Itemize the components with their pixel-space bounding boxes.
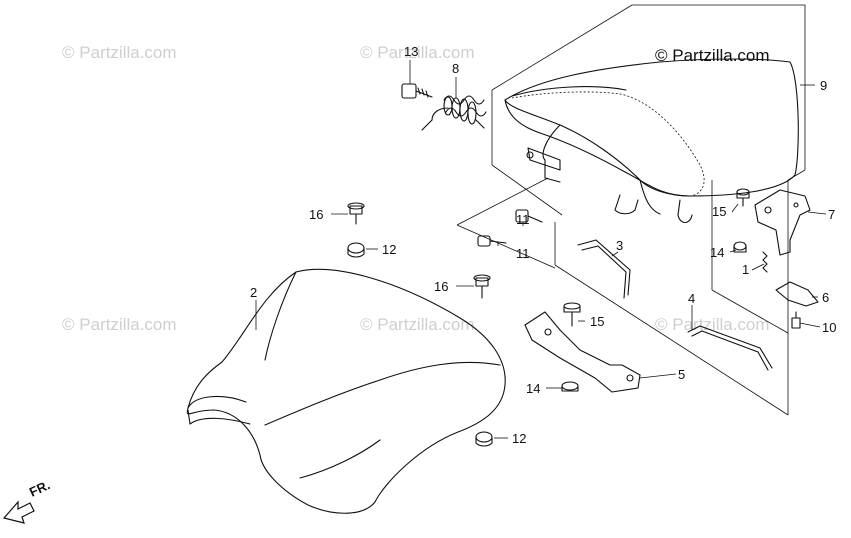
callouts: 13 8 9 16 12 11 11 3 16 2 15 5 14 12 4 7…: [250, 44, 836, 446]
rod-4: [687, 325, 773, 371]
bracket-5: [524, 311, 641, 393]
watermark-3: © Partzilla.com: [62, 315, 177, 334]
direction-label: FR.: [27, 477, 52, 499]
watermark-2: © Partzilla.com: [360, 43, 475, 62]
watermark-4: © Partzilla.com: [360, 315, 475, 334]
callout-1: 1: [742, 262, 749, 277]
bolt-16b: [473, 274, 491, 299]
callout-12b: 12: [512, 431, 526, 446]
callout-10: 10: [822, 320, 836, 335]
latch-7: [754, 189, 811, 256]
watermark-1: © Partzilla.com: [62, 43, 177, 62]
front-direction-arrow: FR.: [2, 477, 52, 524]
callout-14b: 14: [710, 245, 724, 260]
watermarks: © Partzilla.com © Partzilla.com © Partzi…: [62, 43, 770, 334]
callout-9: 9: [820, 78, 827, 93]
bolt-13: [401, 83, 433, 99]
nut-12a: [347, 242, 365, 258]
leader-lines: [255, 60, 827, 439]
callout-8: 8: [452, 61, 459, 76]
brand-label: © Partzilla.com: [655, 46, 770, 65]
nut-14a: [561, 381, 579, 392]
callout-13: 13: [404, 44, 418, 59]
callout-6: 6: [822, 290, 829, 305]
spring: [421, 95, 487, 131]
callout-11b: 11: [516, 246, 530, 261]
callout-5: 5: [678, 367, 685, 382]
callout-16a: 16: [309, 207, 323, 222]
bolt-11a: [515, 209, 543, 223]
nut-12b: [475, 431, 493, 447]
callout-15b: 15: [712, 204, 726, 219]
callout-16b: 16: [434, 279, 448, 294]
callout-3: 3: [616, 238, 623, 253]
watermark-5: © Partzilla.com: [655, 315, 770, 334]
bolt-16a: [347, 202, 365, 225]
callout-12a: 12: [382, 242, 396, 257]
callout-4: 4: [688, 291, 695, 306]
nut-14b: [733, 241, 747, 253]
callout-2: 2: [250, 285, 257, 300]
front-seat: [186, 268, 506, 514]
bolt-15b: [736, 188, 750, 207]
assembly-outline: [456, 4, 806, 416]
callout-15a: 15: [590, 314, 604, 329]
spring-1: [762, 251, 768, 273]
callout-11a: 11: [516, 212, 530, 227]
callout-7: 7: [828, 207, 835, 222]
bolt-10: [791, 311, 801, 329]
rear-seat-cowl: [504, 58, 799, 224]
arrow-icon: [2, 500, 35, 524]
plate-6: [775, 281, 819, 307]
bolt-15a: [563, 302, 581, 327]
callout-14a: 14: [526, 381, 540, 396]
